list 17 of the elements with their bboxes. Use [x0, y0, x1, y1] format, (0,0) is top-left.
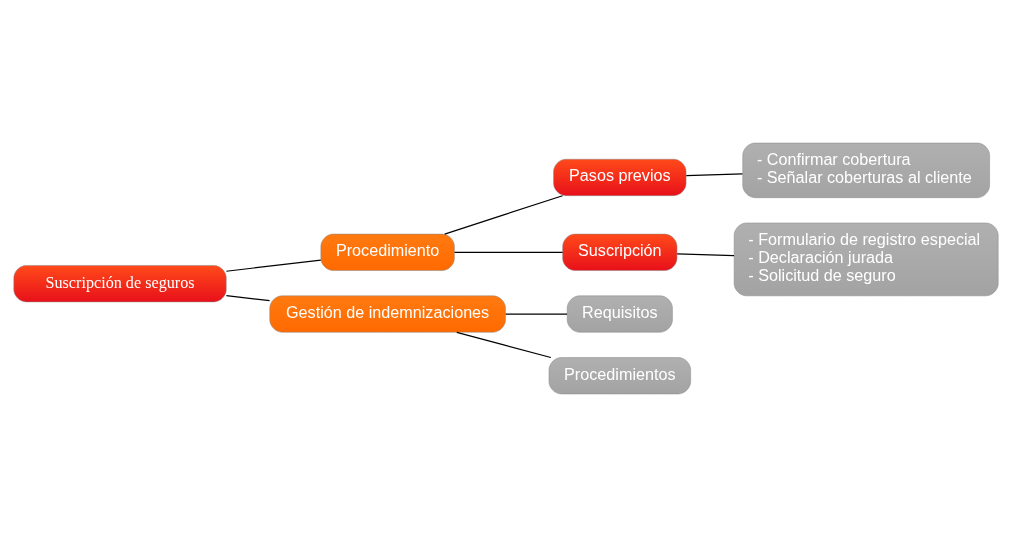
- node-box: Suscripción: [561, 233, 677, 271]
- connector: [225, 259, 321, 272]
- node-box: Procedimiento: [320, 233, 455, 271]
- connector: [443, 195, 563, 235]
- node-box: Pasos previos: [552, 158, 686, 196]
- node-box: Procedimientos: [548, 357, 691, 395]
- node-box: - Formulario de registro especial - Declaración jurada - Solicitud de seguro: [733, 222, 998, 297]
- connector: [225, 295, 270, 302]
- node-box: Suscripción de seguros: [13, 265, 226, 303]
- connector: [504, 313, 568, 315]
- connector: [455, 331, 551, 359]
- connector: [685, 173, 743, 177]
- connector: [453, 251, 563, 253]
- node-box: - Confirmar cobertura - Señalar coberturas al cliente: [742, 142, 990, 198]
- node-box: Requisitos: [566, 295, 673, 333]
- node-box: Gestión de indemnizaciones: [269, 295, 506, 333]
- connector: [676, 253, 735, 257]
